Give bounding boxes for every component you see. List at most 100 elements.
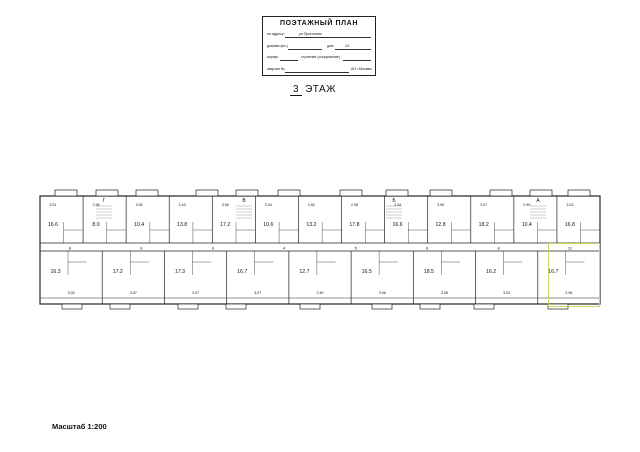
south-room-area: 16.2 bbox=[486, 269, 496, 275]
stamp-rule bbox=[288, 49, 322, 50]
south-room-dim: 3.07 bbox=[192, 291, 199, 295]
corridor-label: 6 bbox=[426, 246, 429, 251]
building-outline bbox=[39, 195, 601, 305]
stamp-rule bbox=[343, 60, 371, 61]
north-room-area: 16.6 bbox=[392, 222, 402, 228]
south-room-dim: 3.07 bbox=[254, 291, 261, 295]
bay-projection bbox=[135, 189, 159, 197]
north-room-area: 10.6 bbox=[263, 222, 273, 228]
south-room-dim: 2.98 bbox=[565, 291, 572, 295]
north-room-dim: 3.06 bbox=[222, 203, 229, 207]
bay-projection bbox=[225, 303, 247, 310]
north-room-area: 18.2 bbox=[479, 222, 489, 228]
corridor-label: 8 bbox=[497, 246, 500, 251]
bay-projection bbox=[371, 303, 393, 310]
floor-word: ЭТАЖ bbox=[305, 84, 336, 95]
bay-projection bbox=[339, 189, 363, 197]
bay-projection bbox=[195, 189, 219, 197]
corridor-label: 5 bbox=[355, 246, 358, 251]
stamp-district-label: квартал № bbox=[267, 67, 285, 71]
bay-projection bbox=[567, 189, 591, 197]
north-room-dim: 2.96 bbox=[136, 203, 143, 207]
north-room-area: 17.8 bbox=[349, 222, 359, 228]
south-room-area: 16.7 bbox=[237, 269, 247, 275]
stamp-address-value: ул.Прогонная bbox=[299, 32, 322, 36]
south-room-area: 17.3 bbox=[175, 269, 185, 275]
bay-projection bbox=[235, 189, 259, 197]
north-room-dim: 3.05 bbox=[437, 203, 444, 207]
north-room-dim: 2.98 bbox=[351, 203, 358, 207]
south-room-area: 16.3 bbox=[51, 269, 61, 275]
stamp-rule bbox=[285, 72, 349, 73]
stamp-district-suffix: АО г.Москвы bbox=[351, 67, 372, 71]
north-room-area: 17.2 bbox=[220, 222, 230, 228]
stamp-rule bbox=[280, 60, 298, 61]
selected-room-highlight bbox=[548, 243, 600, 307]
south-room-dim: 3.05 bbox=[441, 291, 448, 295]
north-room-dim: 2.43 bbox=[179, 203, 186, 207]
north-room-dim: 2.98 bbox=[93, 203, 100, 207]
north-room-area: 16.8 bbox=[565, 222, 575, 228]
corridor-label: 11 bbox=[568, 246, 573, 251]
title-stamp: ПОЭТАЖНЫЙ ПЛАН по адресу: ул.Прогонная д… bbox=[262, 16, 376, 76]
scale-label: Масштаб 1:200 bbox=[52, 422, 107, 431]
bay-projection bbox=[385, 189, 409, 197]
north-room-dim: 3.01 bbox=[49, 203, 56, 207]
bay-projection bbox=[109, 303, 131, 310]
bay-projection bbox=[177, 303, 199, 310]
south-room-dim: 2.40 bbox=[317, 291, 324, 295]
stamp-korpus-label: корпус bbox=[267, 55, 279, 59]
stamp-rule bbox=[335, 49, 371, 50]
north-room-dim: 3.03 bbox=[566, 203, 573, 207]
corridor-label: 9 bbox=[212, 246, 215, 251]
stair-letter: Г bbox=[103, 198, 106, 204]
north-room-dim: 3.04 bbox=[265, 203, 272, 207]
stamp-address-label: по адресу: bbox=[267, 32, 285, 36]
north-room-area: 13.8 bbox=[177, 222, 187, 228]
bay-projection bbox=[299, 303, 321, 310]
corridor-label: 4 bbox=[283, 246, 286, 251]
north-room-area: 16.6 bbox=[48, 222, 58, 228]
bay-projection bbox=[473, 303, 495, 310]
south-room-area: 18.5 bbox=[424, 269, 434, 275]
stamp-house-num-label: дом bbox=[327, 44, 334, 48]
bay-projection bbox=[429, 189, 453, 197]
corridor-label: 8 bbox=[140, 246, 143, 251]
bay-projection bbox=[95, 189, 119, 197]
south-room-area: 16.5 bbox=[362, 269, 372, 275]
south-room-area: 12.7 bbox=[299, 269, 309, 275]
north-room-dim: 3.07 bbox=[480, 203, 487, 207]
bay-projection bbox=[61, 303, 83, 310]
north-room-area: 10.4 bbox=[522, 222, 532, 228]
bay-projection bbox=[529, 189, 553, 197]
floor-number: 3 bbox=[290, 84, 303, 96]
south-room-area: 17.2 bbox=[113, 269, 123, 275]
north-room-dim: 2.62 bbox=[308, 203, 315, 207]
corridor-label: 8 bbox=[69, 246, 72, 251]
north-room-area: 8.0 bbox=[92, 222, 99, 228]
stamp-house-num: 13 bbox=[345, 44, 349, 48]
bay-projection bbox=[277, 189, 301, 197]
bay-projection bbox=[419, 303, 441, 310]
north-room-dim: 3.04 bbox=[394, 203, 401, 207]
south-room-dim: 3.03 bbox=[68, 291, 75, 295]
north-room-dim: 2.99 bbox=[523, 203, 530, 207]
bay-projection bbox=[489, 189, 513, 197]
north-room-area: 13.2 bbox=[306, 222, 316, 228]
stair-letter: В bbox=[242, 198, 246, 204]
stamp-rule bbox=[285, 37, 371, 38]
south-room-dim: 3.03 bbox=[503, 291, 510, 295]
stair-letter: Б bbox=[392, 198, 396, 204]
stamp-building-label: строение (сооружение) bbox=[301, 55, 340, 59]
stair-letter: А bbox=[536, 198, 540, 204]
south-room-dim: 3.06 bbox=[379, 291, 386, 295]
stamp-title: ПОЭТАЖНЫЙ ПЛАН bbox=[279, 20, 358, 27]
stamp-house-label: домовл.(вл.) bbox=[267, 44, 288, 48]
north-room-area: 10.4 bbox=[134, 222, 144, 228]
south-room-dim: 3.07 bbox=[130, 291, 137, 295]
north-room-area: 12.8 bbox=[436, 222, 446, 228]
south-room-area: 16.7 bbox=[548, 269, 558, 275]
bay-projection bbox=[54, 189, 78, 197]
